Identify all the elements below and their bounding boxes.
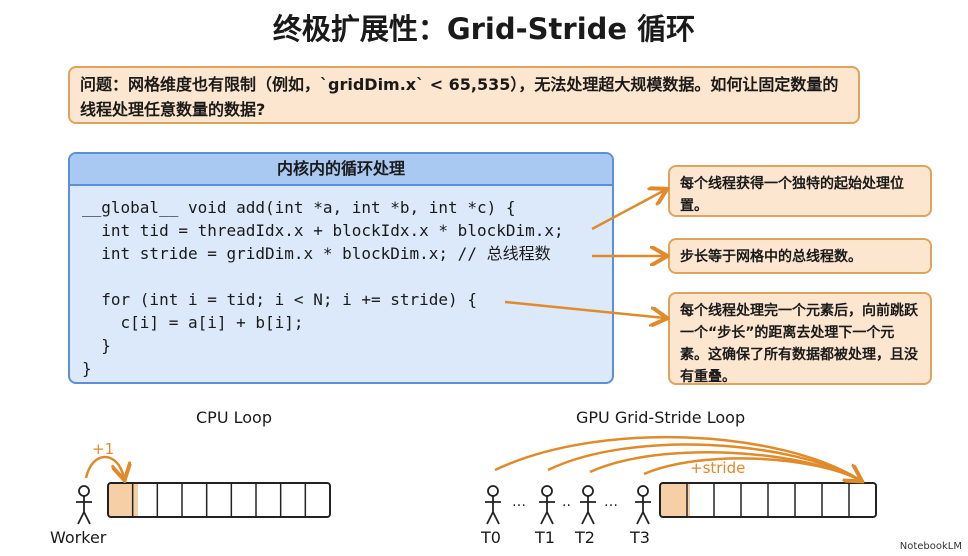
callout-stride: 步长等于网格中的总线程数。 <box>668 238 932 274</box>
thread-label-t2: T2 <box>575 528 595 547</box>
thread-label-t3: T3 <box>630 528 650 547</box>
kernel-code: __global__ void add(int *a, int *b, int … <box>82 198 564 378</box>
cpu-step-arrow <box>84 455 124 478</box>
stick-figures <box>76 485 651 525</box>
gpu-step-label: +stride <box>690 459 746 477</box>
gpu-array <box>659 482 877 518</box>
callout-start-position: 每个线程获得一个独特的起始处理位置。 <box>668 165 932 217</box>
callout-jump: 每个线程处理完一个元素后，向前跳跃一个“步长”的距离去处理下一个元素。这确保了所… <box>668 292 932 385</box>
cpu-loop-title: CPU Loop <box>196 408 272 427</box>
stick-figure-icon <box>539 485 555 525</box>
code-panel-header: 内核内的循环处理 <box>70 154 612 186</box>
gpu-loop-title: GPU Grid-Stride Loop <box>576 408 746 427</box>
problem-box: 问题：网格维度也有限制（例如，`gridDim.x` < 65,535），无法处… <box>68 66 860 124</box>
svg-text:..: .. <box>562 494 571 510</box>
thread-label-t1: T1 <box>535 528 555 547</box>
svg-text:…: … <box>512 494 526 510</box>
stick-figure-icon <box>485 485 501 525</box>
ellipses: ….. … <box>512 494 618 510</box>
cpu-array <box>107 482 331 518</box>
worker-label: Worker <box>50 528 107 547</box>
stick-figure-icon <box>580 485 596 525</box>
cpu-step-label: +1 <box>92 440 115 458</box>
thread-label-t0: T0 <box>481 528 501 547</box>
stride-arrows <box>494 435 860 480</box>
brand-logo: NotebookLM <box>899 541 962 552</box>
slide-title: 终极扩展性：Grid-Stride 循环 <box>272 12 696 46</box>
stick-figure-icon <box>635 485 651 525</box>
stick-figure-icon <box>76 485 92 525</box>
callout-arrows <box>504 190 665 318</box>
code-panel: 内核内的循环处理 __global__ void add(int *a, int… <box>68 152 614 384</box>
svg-text:…: … <box>604 494 618 510</box>
